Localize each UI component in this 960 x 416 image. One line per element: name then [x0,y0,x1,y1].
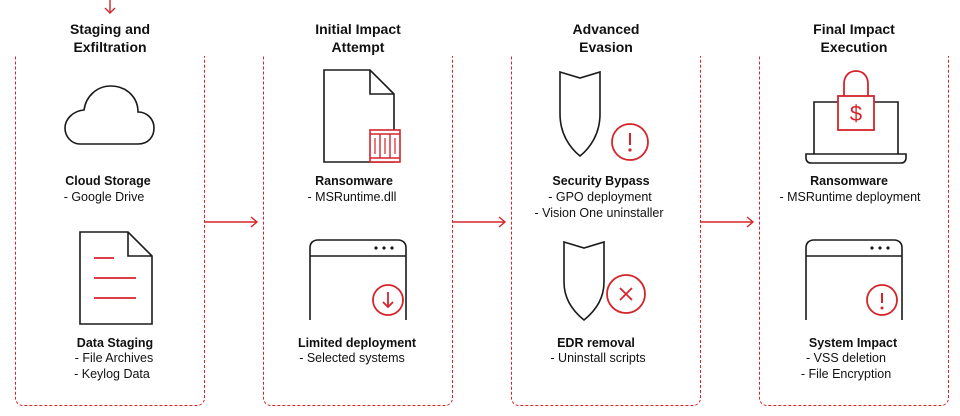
stage-title-staging: Staging and Exfiltration [10,20,210,56]
item-title-data-staging: Data Staging [76,336,154,350]
item-detail: - File Archives [74,351,154,365]
item-detail: - MSRuntime deployment [779,190,921,204]
item-detail: - MSRuntime.dll [307,190,397,204]
stage-title-line2: Execution [820,39,888,55]
item-detail: - Uninstall scripts [550,351,646,365]
item-title-ransomware-final: Ransomware [810,174,888,188]
stage-title-initial-impact: Initial Impact Attempt [258,20,458,56]
stage-title-line2: Exfiltration [73,39,147,55]
stage-title-line2: Evasion [579,39,633,55]
shield-alert-icon [559,70,649,161]
stage-title-final-impact: Final Impact Execution [754,20,954,56]
stage-title-line1: Initial Impact [315,21,401,37]
item-title-cloud-storage: Cloud Storage [65,174,151,188]
item-title-limited-deployment: Limited deployment [297,336,417,350]
stage-title-advanced-evasion: Advanced Evasion [506,20,706,56]
shield-x-icon [563,240,646,322]
item-title-ransomware: Ransomware [315,174,393,188]
stage-title-line1: Final Impact [813,21,895,37]
item-title-system-impact: System Impact [808,336,898,350]
cloud-icon [64,85,155,145]
flow-arrow-3 [701,216,755,228]
item-detail: - Keylog Data [74,367,150,381]
svg-text:$: $ [850,101,862,126]
item-detail: - VSS deletion [806,351,886,365]
document-icon [79,231,153,325]
stage-title-line1: Advanced [572,21,640,37]
item-title-edr-removal: EDR removal [557,336,635,350]
item-title-security-bypass: Security Bypass [552,174,650,188]
incoming-arrow [104,0,116,14]
browser-window-download-icon [309,239,407,320]
item-detail: - File Encryption [800,367,892,381]
stage-title-line1: Staging and [69,21,151,37]
flow-arrow-1 [205,216,259,228]
flow-arrow-2 [453,216,507,228]
document-with-bricks-icon [323,69,401,163]
stage-title-line2: Attempt [331,39,385,55]
laptop-lock-dollar-icon: $ [805,70,907,164]
browser-window-alert-icon [805,239,903,320]
item-detail: - Google Drive [63,190,145,204]
item-detail: - Vision One uninstaller [534,206,664,220]
item-detail: - GPO deployment [548,190,652,204]
item-detail: - Selected systems [299,351,405,365]
